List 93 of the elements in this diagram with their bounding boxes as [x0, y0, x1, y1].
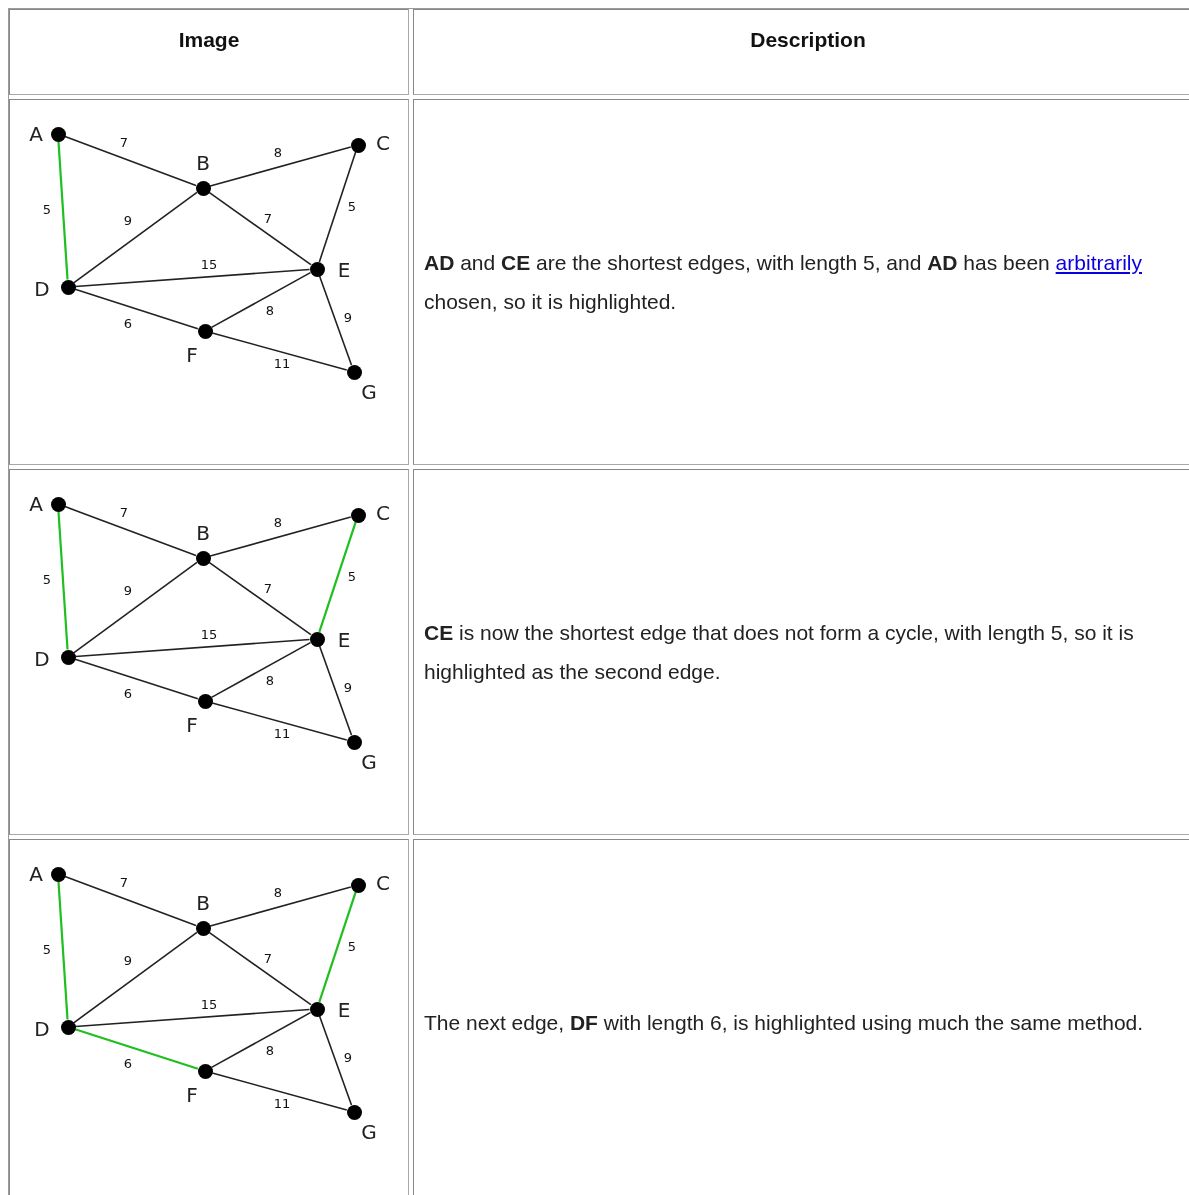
edge-weight: 9	[123, 953, 133, 967]
vertex-label: E	[337, 1000, 351, 1020]
vertex-label: B	[196, 153, 210, 173]
graph-edge	[210, 1011, 312, 1069]
edge-weight: 7	[263, 581, 273, 595]
graph-edge	[208, 561, 312, 636]
graph-edge	[318, 521, 357, 633]
edge-weight: 5	[347, 939, 357, 953]
text-link: arbitrarily	[1055, 251, 1142, 274]
vertex-label: A	[29, 124, 43, 144]
graph-edge	[57, 511, 69, 650]
edge-weight: 5	[347, 569, 357, 583]
vertex-label: C	[376, 503, 390, 523]
edge-weight: 7	[119, 135, 129, 149]
edge-weight: 7	[119, 505, 129, 519]
edge-weight: 15	[200, 997, 218, 1011]
graph-edge	[210, 271, 312, 329]
edge-weight: 11	[273, 1096, 291, 1110]
graph-edge	[211, 1072, 348, 1111]
vertex-label: F	[186, 1085, 198, 1105]
edge-weight: 15	[200, 627, 218, 641]
vertex-label: C	[376, 873, 390, 893]
vertex-label: E	[337, 630, 351, 650]
edge-weight: 7	[263, 951, 273, 965]
vertex-label: G	[361, 752, 377, 772]
vertex-label: G	[361, 382, 377, 402]
graph-edge	[211, 332, 348, 371]
edge-weight: 6	[123, 686, 133, 700]
vertex-label: A	[29, 494, 43, 514]
graph-edge	[73, 191, 198, 284]
edge-weight: 5	[42, 572, 52, 586]
graph-edge	[318, 151, 357, 263]
vertex-label: D	[34, 649, 50, 669]
description-text: AD and CE are the shortest edges, with length 5, and AD has been arbitrarily chosen, so it is highlighted.	[424, 250, 1143, 315]
graph-edge	[209, 146, 352, 187]
vertex-label: D	[34, 1019, 50, 1039]
edge-weight: 6	[123, 316, 133, 330]
graph-edge	[318, 645, 353, 736]
edge-weight: 11	[273, 726, 291, 740]
graph-edge	[74, 268, 311, 288]
column-header: Image	[177, 28, 241, 52]
edge-weight: 9	[343, 1050, 353, 1064]
graph-edge	[318, 1015, 353, 1106]
graph-edge	[64, 875, 197, 927]
graph-edge	[208, 191, 312, 266]
column-header: Description	[749, 28, 867, 52]
description-text: The next edge, DF with length 6, is highlighted using much the same method.	[424, 1009, 1145, 1036]
graph-edge	[74, 1028, 199, 1070]
graph-edge	[74, 1008, 311, 1028]
graph-edge	[208, 931, 312, 1006]
vertex-label: E	[337, 260, 351, 280]
edge-weight: 11	[273, 356, 291, 370]
graph-edge	[57, 881, 69, 1020]
edge-weight: 7	[119, 875, 129, 889]
vertex-label: B	[196, 893, 210, 913]
edge-weight: 8	[265, 1043, 275, 1057]
edge-weight: 9	[123, 583, 133, 597]
vertex-label: F	[186, 345, 198, 365]
vertex-label: B	[196, 523, 210, 543]
edge-weight: 5	[42, 942, 52, 956]
edge-weight: 8	[265, 673, 275, 687]
edge-weight: 5	[347, 199, 357, 213]
vertex-label: C	[376, 133, 390, 153]
vertex-label: A	[29, 864, 43, 884]
graph-edge	[74, 658, 199, 700]
graph-edge	[209, 516, 352, 557]
edge-weight: 7	[263, 211, 273, 225]
graph-edge	[57, 141, 69, 280]
edge-weight: 6	[123, 1056, 133, 1070]
edge-weight: 8	[273, 145, 283, 159]
graph-edge	[210, 641, 312, 699]
vertex-label: G	[361, 1122, 377, 1142]
edge-weight: 8	[273, 515, 283, 529]
edge-weight: 5	[42, 202, 52, 216]
graph-edge	[318, 275, 353, 366]
graph-edge	[211, 702, 348, 741]
edge-weight: 9	[343, 310, 353, 324]
graph-edge	[209, 886, 352, 927]
edge-weight: 9	[343, 680, 353, 694]
edge-weight: 8	[265, 303, 275, 317]
vertex-label: D	[34, 279, 50, 299]
edge-weight: 9	[123, 213, 133, 227]
graph-edge	[74, 638, 311, 658]
graph-edge	[74, 288, 199, 330]
graph-edge	[64, 505, 197, 557]
vertex-label: F	[186, 715, 198, 735]
graph-edge	[64, 135, 197, 187]
edge-weight: 8	[273, 885, 283, 899]
description-text: CE is now the shortest edge that does not form a cycle, with length 5, so it is highlighted as the second edge.	[424, 620, 1135, 685]
graph-edge	[318, 891, 357, 1003]
graph-edge	[73, 931, 198, 1024]
edge-weight: 15	[200, 257, 218, 271]
graph-edge	[73, 561, 198, 654]
